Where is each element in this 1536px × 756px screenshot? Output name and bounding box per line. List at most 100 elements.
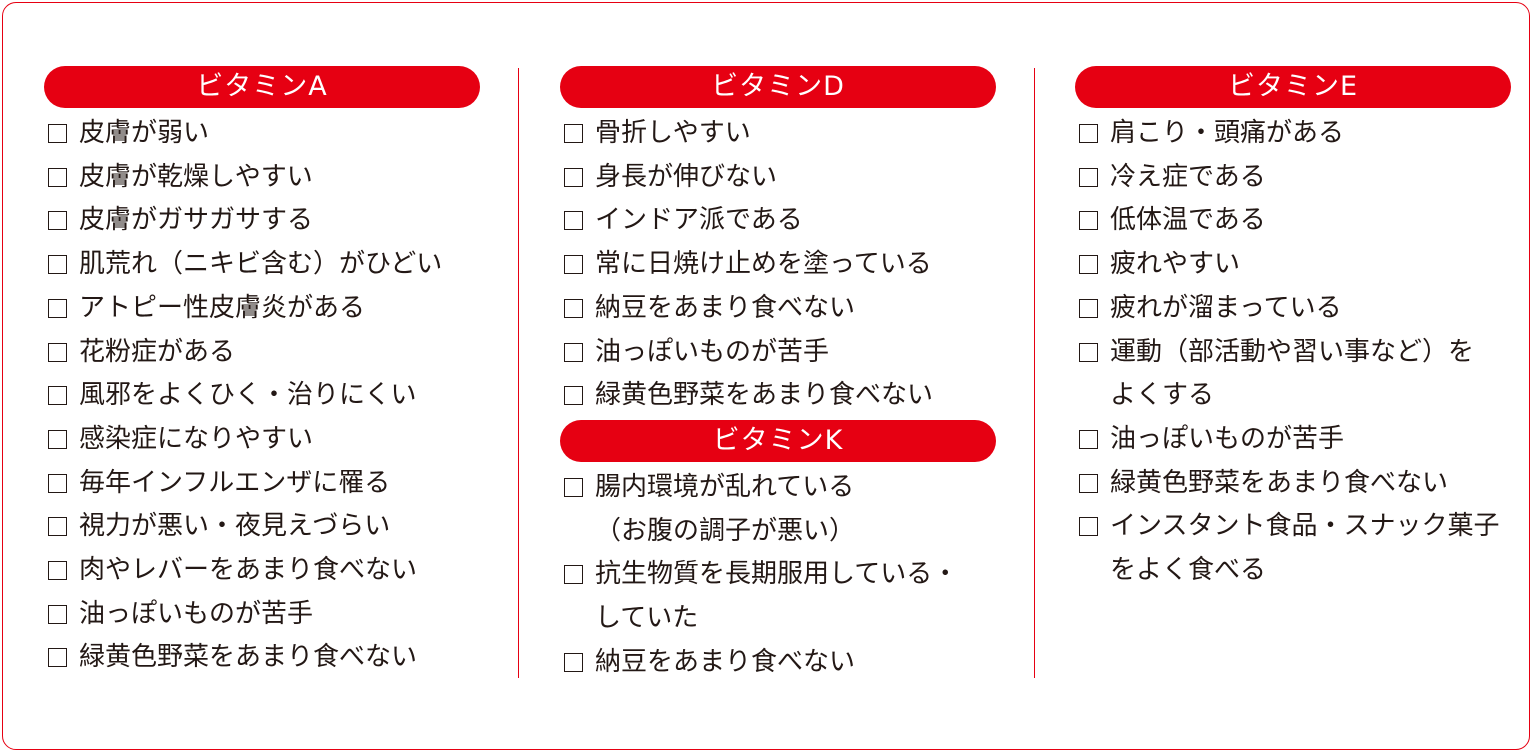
checkbox[interactable] (48, 298, 67, 318)
checklist-item[interactable]: 皮膚が乾燥しやすい (44, 156, 480, 200)
checklist-item-label: 肉やレバーをあまり食べない (79, 555, 418, 586)
checklist-item[interactable]: 肌荒れ（ニキビ含む）がひどい (44, 243, 480, 287)
checklist-item-line: （お腹の調子が悪い） (595, 515, 856, 546)
checklist-item-label: 風邪をよくひく・治りにくい (79, 380, 417, 411)
checkbox[interactable] (48, 211, 67, 231)
checklist-item[interactable]: 油っぽいものが苦手 (560, 331, 996, 375)
checklist-item[interactable]: 油っぽいものが苦手 (1075, 418, 1511, 462)
checklist-item-label: 肌荒れ（ニキビ含む）がひどい (79, 249, 443, 280)
checklist-item[interactable]: 冷え症である (1075, 156, 1511, 200)
checklist-item[interactable]: インスタント食品・スナック菓子をよく食べる (1075, 505, 1511, 592)
checklist-item-label: 視力が悪い・夜見えづらい (79, 511, 391, 542)
checklist-item-label: 皮膚が弱い (79, 118, 210, 148)
checkbox[interactable] (1079, 429, 1098, 449)
checklist-item[interactable]: 感染症になりやすい (44, 418, 480, 462)
checkbox[interactable] (48, 517, 67, 537)
checklist-item[interactable]: 油っぽいものが苦手 (44, 593, 480, 637)
checklist-item[interactable]: 緑黄色野菜をあまり食べない (44, 636, 480, 680)
checkbox[interactable] (564, 342, 583, 362)
checkbox[interactable] (564, 652, 583, 672)
checkbox[interactable] (1079, 211, 1098, 231)
checkbox[interactable] (564, 298, 583, 318)
checklist-item-label: 納豆をあまり食べない (595, 646, 856, 677)
checkbox[interactable] (48, 473, 67, 493)
vitamin-d-header: ビタミンD (560, 66, 996, 108)
checkbox[interactable] (48, 124, 67, 143)
checklist-item[interactable]: 身長が伸びない (560, 156, 996, 200)
checklist-item[interactable]: 納豆をあまり食べない (560, 641, 996, 685)
checkbox[interactable] (48, 429, 67, 449)
checklist-item[interactable]: 低体温である (1075, 199, 1511, 243)
checklist-item-label: 常に日焼け止めを塗っている (595, 249, 932, 280)
checklist-item-label: 毎年インフルエンザに罹る (79, 467, 391, 498)
checkbox[interactable] (564, 386, 583, 406)
checklist-item[interactable]: 肩こり・頭痛がある (1075, 112, 1511, 156)
checkbox[interactable] (1079, 298, 1098, 318)
vitamin-a-section: ビタミンA 皮膚が弱い 皮膚が乾燥しやすい 皮膚がガサガサする 肌荒れ（ニキビ含… (44, 66, 480, 680)
checklist-item[interactable]: 運動（部活動や習い事など）をよくする (1075, 331, 1511, 418)
checklist-item[interactable]: インドア派である (560, 199, 996, 243)
checkbox[interactable] (1079, 167, 1098, 187)
checkbox[interactable] (564, 565, 583, 585)
checklist-item-line: 運動（部活動や習い事など）を (1110, 336, 1475, 367)
column-divider (1034, 68, 1035, 678)
checklist-item[interactable]: 毎年インフルエンザに罹る (44, 462, 480, 506)
checklist-item-label: 身長が伸びない (595, 161, 778, 192)
checklist-item[interactable]: 納豆をあまり食べない (560, 287, 996, 331)
checklist-item-label: 冷え症である (1110, 161, 1266, 192)
checklist-item[interactable]: 疲れが溜まっている (1075, 287, 1511, 331)
checklist-item-label: 感染症になりやすい (79, 423, 314, 454)
checklist-item-line: をよく食べる (1110, 555, 1267, 586)
checklist-item[interactable]: 視力が悪い・夜見えづらい (44, 505, 480, 549)
vitamin-a-header: ビタミンA (44, 66, 480, 108)
checklist-item-line: 腸内環境が乱れている (595, 471, 855, 502)
checkbox[interactable] (564, 124, 583, 143)
checkbox[interactable] (48, 648, 67, 668)
checklist-item-label: 納豆をあまり食べない (595, 292, 856, 323)
checklist-item[interactable]: 骨折しやすい (560, 112, 996, 156)
checklist-item[interactable]: 風邪をよくひく・治りにくい (44, 374, 480, 418)
checkbox[interactable] (564, 167, 583, 187)
checkbox[interactable] (1079, 124, 1098, 143)
checklist-item[interactable]: 皮膚がガサガサする (44, 199, 480, 243)
checklist-item[interactable]: 疲れやすい (1075, 243, 1511, 287)
checklist-item[interactable]: アトピー性皮膚炎がある (44, 287, 480, 331)
checklist-item-label: 緑黄色野菜をあまり食べない (595, 380, 934, 411)
checkbox[interactable] (48, 167, 67, 187)
column-divider (518, 68, 519, 678)
checkbox[interactable] (48, 604, 67, 624)
checklist-item-label: インスタント食品・スナック菓子をよく食べる (1110, 505, 1499, 592)
checklist-item[interactable]: 肉やレバーをあまり食べない (44, 549, 480, 593)
checkbox[interactable] (48, 342, 67, 362)
checkbox[interactable] (564, 211, 583, 231)
checklist-item-label: 花粉症がある (79, 336, 236, 367)
vitamin-e-list: 肩こり・頭痛がある 冷え症である 低体温である 疲れやすい 疲れが溜まっている … (1075, 112, 1511, 593)
checkbox[interactable] (564, 255, 583, 275)
checklist-item-label: 運動（部活動や習い事など）をよくする (1110, 331, 1474, 418)
checklist-item-label: 骨折しやすい (595, 118, 751, 148)
checklist-item[interactable]: 常に日焼け止めを塗っている (560, 243, 996, 287)
checklist-item-line: よくする (1110, 380, 1215, 411)
vitamin-d-k-column: ビタミンD 骨折しやすい 身長が伸びない インドア派である 常に日焼け止めを塗っ… (560, 66, 996, 684)
checkbox[interactable] (48, 386, 67, 406)
checklist-item-label: 皮膚がガサガサする (79, 205, 314, 236)
checklist-item[interactable]: 皮膚が弱い (44, 112, 480, 156)
checkbox[interactable] (48, 561, 67, 581)
checklist-item-line: インスタント食品・スナック菓子 (1110, 511, 1500, 542)
vitamin-k-header: ビタミンK (560, 419, 996, 462)
checkbox[interactable] (1079, 473, 1098, 493)
checkbox[interactable] (48, 255, 67, 275)
checklist-item[interactable]: 緑黄色野菜をあまり食べない (1075, 462, 1511, 506)
checkbox[interactable] (1079, 342, 1098, 362)
checklist-item[interactable]: 腸内環境が乱れている （お腹の調子が悪い） (560, 466, 996, 553)
vitamin-a-list: 皮膚が弱い 皮膚が乾燥しやすい 皮膚がガサガサする 肌荒れ（ニキビ含む）がひどい… (44, 112, 480, 680)
vitamin-e-header: ビタミンE (1075, 66, 1511, 108)
checklist-item[interactable]: 緑黄色野菜をあまり食べない (560, 374, 996, 418)
checklist-item[interactable]: 花粉症がある (44, 331, 480, 375)
checkbox[interactable] (564, 477, 583, 497)
checklist-item-label: 油っぽいものが苦手 (1110, 423, 1345, 454)
checklist-item[interactable]: 抗生物質を長期服用している・していた (560, 553, 996, 640)
checkbox[interactable] (1079, 255, 1098, 275)
checkbox[interactable] (1079, 517, 1098, 537)
